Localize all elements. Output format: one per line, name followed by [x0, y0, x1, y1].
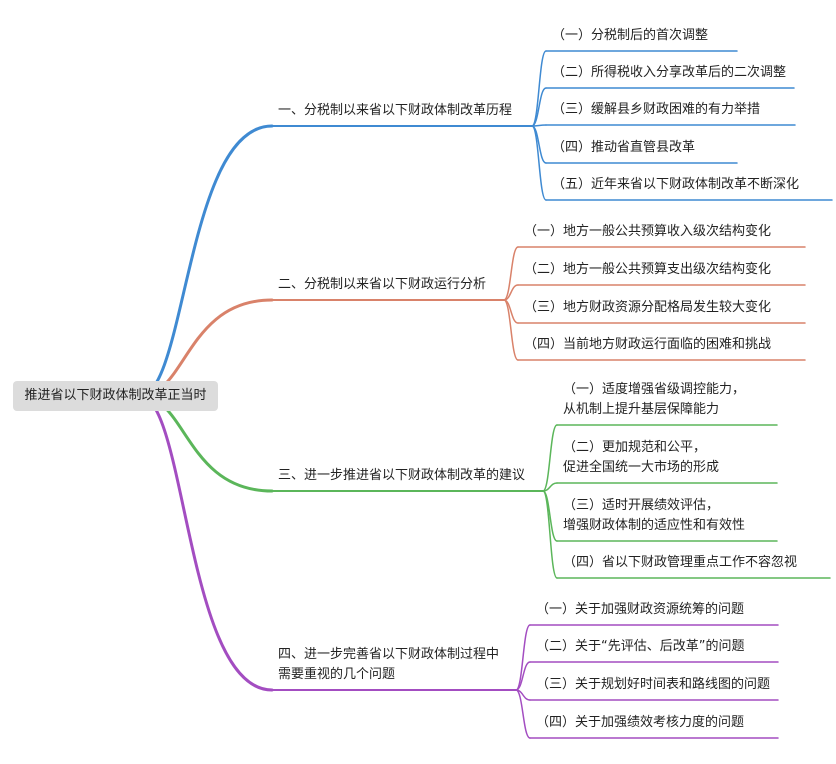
child-label-4-4[interactable]: （四）关于加强绩效考核力度的问题 — [536, 713, 744, 733]
child-label-4-4-line: （四）关于加强绩效考核力度的问题 — [536, 715, 745, 730]
child-label-3-2[interactable]: （二）更加规范和公平， 促进全国统一大市场的形成 — [563, 438, 719, 478]
child-label-3-4-line: （四）省以下财政管理重点工作不容忽视 — [563, 555, 798, 570]
child-label-3-1-line: 从机制上提升基层保障能力 — [563, 402, 720, 417]
child-label-3-2-line: （二）更加规范和公平， — [563, 440, 707, 455]
child-label-4-2-line: （二）关于“先评估、后改革”的问题 — [536, 639, 745, 654]
child-label-4-1-line: （一）关于加强财政资源统筹的问题 — [536, 602, 745, 617]
child-curve-3-1 — [542, 424, 558, 492]
branch-curve-4 — [138, 394, 274, 692]
child-label-4-1[interactable]: （一）关于加强财政资源统筹的问题 — [536, 600, 744, 620]
child-curve-3-2 — [542, 482, 558, 492]
child-label-2-2[interactable]: （二）地方一般公共预算支出级次结构变化 — [524, 260, 771, 280]
child-label-4-3-line: （三）关于规划好时间表和路线图的问题 — [536, 677, 771, 692]
child-curve-2-1 — [503, 246, 519, 301]
child-label-1-2[interactable]: （二）所得税收入分享改革后的二次调整 — [552, 63, 786, 83]
child-curve-1-5 — [531, 125, 547, 201]
child-label-1-5-line: （五）近年来省以下财政体制改革不断深化 — [552, 177, 800, 192]
child-label-4-2[interactable]: （二）关于“先评估、后改革”的问题 — [536, 637, 744, 657]
child-label-2-3-line: （三）地方财政资源分配格局发生较大变化 — [524, 300, 772, 315]
child-curve-2-2 — [503, 284, 519, 301]
child-label-3-3[interactable]: （三）适时开展绩效评估， 增强财政体制的适应性和有效性 — [563, 496, 745, 536]
branch-label-3-line: 三、进一步推进省以下财政体制改革的建议 — [278, 468, 526, 483]
branch-label-1-line: 一、分税制以来省以下财政体制改革历程 — [278, 103, 513, 118]
child-label-2-1[interactable]: （一）地方一般公共预算收入级次结构变化 — [524, 222, 771, 242]
child-curve-4-4 — [515, 689, 531, 739]
child-label-3-3-line: 增强财政体制的适应性和有效性 — [563, 518, 746, 533]
child-label-3-1[interactable]: （一）适度增强省级调控能力， 从机制上提升基层保障能力 — [563, 380, 745, 420]
child-curve-2-4 — [503, 299, 519, 361]
branch-curve-1 — [138, 124, 274, 398]
child-label-1-2-line: （二）所得税收入分享改革后的二次调整 — [552, 65, 787, 80]
branch-label-2-line: 二、分税制以来省以下财政运行分析 — [278, 277, 487, 292]
branch-label-2[interactable]: 二、分税制以来省以下财政运行分析 — [278, 275, 486, 295]
child-label-2-4-line: （四）当前地方财政运行面临的困难和挑战 — [524, 337, 772, 352]
branch-label-1[interactable]: 一、分税制以来省以下财政体制改革历程 — [278, 101, 512, 121]
root-node[interactable]: 推进省以下财政体制改革正当时 — [13, 381, 218, 411]
child-curve-1-2 — [531, 87, 547, 127]
child-label-3-1-line: （一）适度增强省级调控能力， — [563, 382, 746, 397]
child-label-2-1-line: （一）地方一般公共预算收入级次结构变化 — [524, 224, 772, 239]
child-label-1-5[interactable]: （五）近年来省以下财政体制改革不断深化 — [552, 175, 799, 195]
child-label-1-4-line: （四）推动省直管县改革 — [552, 140, 696, 155]
child-label-3-2-line: 促进全国统一大市场的形成 — [563, 460, 720, 475]
branch-label-4[interactable]: 四、进一步完善省以下财政体制过程中需要重视的几个问题 — [278, 645, 499, 685]
branch-label-4-line: 四、进一步完善省以下财政体制过程中 — [278, 647, 500, 662]
child-label-1-1-line: （一）分税制后的首次调整 — [552, 28, 709, 43]
child-curve-3-4 — [542, 490, 558, 579]
child-label-1-4[interactable]: （四）推动省直管县改革 — [552, 138, 695, 158]
child-curve-4-2 — [515, 661, 531, 691]
child-label-2-4[interactable]: （四）当前地方财政运行面临的困难和挑战 — [524, 335, 771, 355]
child-label-3-3-line: （三）适时开展绩效评估， — [563, 498, 720, 513]
child-label-4-3[interactable]: （三）关于规划好时间表和路线图的问题 — [536, 675, 770, 695]
child-label-1-3-line: （三）缓解县乡财政困难的有力举措 — [552, 102, 761, 117]
child-label-2-3[interactable]: （三）地方财政资源分配格局发生较大变化 — [524, 298, 771, 318]
child-label-2-2-line: （二）地方一般公共预算支出级次结构变化 — [524, 262, 772, 277]
branch-label-3[interactable]: 三、进一步推进省以下财政体制改革的建议 — [278, 466, 525, 486]
branch-label-4-line: 需要重视的几个问题 — [278, 667, 396, 682]
child-label-3-4[interactable]: （四）省以下财政管理重点工作不容忽视 — [563, 553, 797, 573]
child-label-1-1[interactable]: （一）分税制后的首次调整 — [552, 26, 708, 46]
child-label-1-3[interactable]: （三）缓解县乡财政困难的有力举措 — [552, 100, 760, 120]
child-curve-4-1 — [515, 624, 531, 691]
